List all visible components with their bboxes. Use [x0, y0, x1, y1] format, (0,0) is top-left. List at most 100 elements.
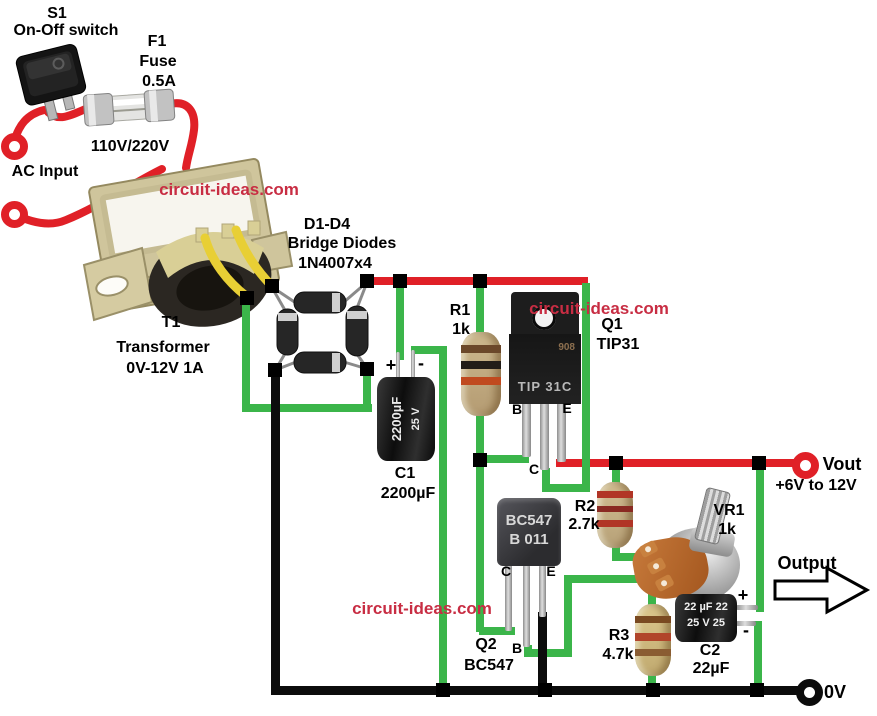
ac-input-label: AC Input	[11, 163, 79, 180]
wire-c2-to-ground	[754, 621, 762, 691]
c1-plus-label: +	[385, 355, 397, 375]
q1-value-label: TIP31	[596, 336, 640, 353]
q2-pin-emitter	[539, 565, 546, 617]
t1-ref-label: T1	[161, 314, 181, 331]
wire-bridge-ac2	[363, 373, 371, 412]
wire-q2-emitter-ground	[538, 612, 547, 692]
wire-q2-base-h	[524, 649, 572, 657]
watermark-1: circuit-ideas.com	[159, 180, 299, 199]
r3-band	[635, 632, 671, 641]
q2-transistor-photo: BC547 B 011	[497, 498, 561, 566]
c2-ref-label: C2	[699, 642, 721, 659]
c2-marking-line1: 22 µF 22	[684, 601, 728, 613]
vout-terminal	[792, 452, 819, 479]
wire-q1-collector-v	[582, 283, 590, 492]
r2-band	[597, 520, 633, 527]
ac-input-terminal-1	[1, 133, 28, 160]
wire-base-to-wiper	[564, 575, 652, 583]
r3-band	[635, 649, 671, 656]
c1-capacitor-photo	[377, 377, 435, 461]
wire-secondary-bottom	[242, 404, 372, 412]
wire-r3-bottom	[648, 670, 656, 692]
vr1-lug-hole	[652, 562, 661, 571]
junction-secondary-terminal	[240, 291, 254, 305]
junction-r2-output	[609, 456, 623, 470]
q1-pin-c-label: C	[528, 461, 540, 477]
junction-r3-ground	[646, 683, 660, 697]
r1-band	[461, 361, 501, 369]
q1-pin-base	[522, 403, 531, 457]
c1-lead-positive	[396, 352, 400, 380]
q1-pin-collector	[540, 403, 549, 470]
wire-to-q2-collector-h	[479, 627, 515, 635]
t1-desc-label: Transformer	[116, 339, 210, 356]
ac-voltage-label: 110V/220V	[90, 138, 170, 155]
diode-band	[332, 353, 340, 372]
f1-value-label: 0.5A	[142, 73, 176, 90]
f1-desc-label: Fuse	[139, 53, 177, 70]
q1-transistor-photo: 908 TIP 31C	[509, 334, 581, 404]
diode-band	[278, 313, 297, 321]
c2-value-label: 22µF	[692, 660, 730, 677]
junction-c2-output	[752, 456, 766, 470]
fuse-cap-right	[143, 88, 176, 123]
junction-bridge-negative	[268, 363, 282, 377]
wire-ground-rail	[271, 686, 801, 695]
q1-marking: TIP 31C	[517, 379, 573, 394]
s1-ref-label: S1	[47, 5, 67, 22]
q2-value-label: BC547	[464, 657, 514, 674]
r2-band	[597, 505, 633, 513]
r1-value-label: 1k	[452, 321, 470, 338]
q1-tab	[511, 292, 579, 338]
diode-band	[332, 293, 340, 312]
wire-c1-negative-v	[439, 346, 447, 691]
fuse-cap-shine	[87, 94, 97, 126]
wire-c1-positive	[396, 283, 404, 360]
vout-range-label: +6V to 12V	[775, 477, 857, 494]
vr1-value-label: 1k	[718, 521, 736, 538]
bridge-value-label: 1N4007x4	[298, 255, 372, 272]
c1-value-label: 2200µF	[380, 485, 436, 502]
q2-marking-line1: BC547	[505, 512, 553, 529]
junction-bridge-ac2	[360, 362, 374, 376]
wire-bridge-negative	[271, 371, 280, 693]
q2-pin-base	[523, 565, 530, 647]
c1-lead-negative	[411, 350, 415, 380]
r2-ref-label: R2	[574, 498, 596, 515]
switch-off-mark	[52, 57, 65, 70]
vout-label: Vout	[822, 454, 862, 474]
c1-minus-label: -	[418, 353, 424, 373]
t1-value-label: 0V-12V 1A	[126, 360, 204, 377]
c2-minus-label: -	[743, 620, 749, 640]
switch-rocker	[26, 53, 72, 80]
wire-r1-bottom	[476, 413, 484, 463]
r2-value-label: 2.7k	[568, 516, 600, 533]
r1-band	[461, 345, 501, 353]
c2-plus-label: +	[737, 585, 749, 605]
ac-input-terminal-2	[1, 201, 28, 228]
r3-value-label: 4.7k	[602, 646, 634, 663]
vr1-ref-label: VR1	[713, 502, 745, 519]
c1-marking-voltage: 25 V	[409, 407, 422, 431]
junction-q2-ground	[538, 683, 552, 697]
bridge-diodes-photo	[276, 291, 369, 374]
wire-q1-collector-h	[542, 484, 590, 492]
r1-band	[461, 376, 501, 385]
q2-ref-label: Q2	[475, 636, 497, 653]
junction-r1-top	[473, 274, 487, 288]
r3-ref-label: R3	[608, 627, 630, 644]
wire-fuse-to-transformer	[166, 99, 199, 172]
q1-mounting-hole	[532, 306, 556, 330]
q1-pin-e-label: E	[562, 400, 572, 416]
r3-band	[635, 615, 671, 623]
wire-output-rail	[556, 459, 798, 467]
q1-pin-emitter	[557, 403, 566, 462]
r2-resistor-photo	[597, 482, 633, 548]
c2-lead-positive	[736, 605, 758, 610]
q2-pin-e-label: E	[546, 563, 556, 579]
wire-q1-collector-stub	[542, 468, 550, 490]
wire-r2-top	[612, 465, 620, 487]
junction-c1-ground	[436, 683, 450, 697]
junction-c2-ground	[750, 683, 764, 697]
